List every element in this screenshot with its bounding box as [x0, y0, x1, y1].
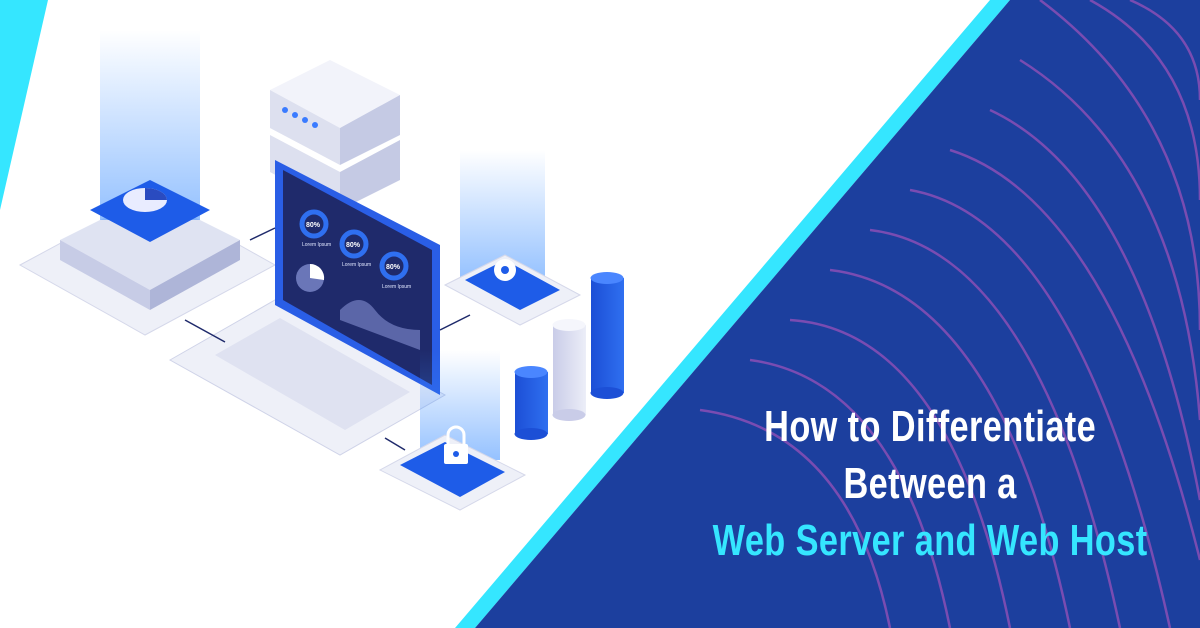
laptop-icon: 80% Lorem Ipsum 80% Lorem Ipsum 80% Lore… — [168, 160, 447, 456]
svg-text:80%: 80% — [386, 264, 401, 271]
decorative-curves — [699, 0, 1200, 628]
analytics-platform — [18, 30, 277, 336]
server-stack-icon — [270, 60, 400, 210]
gauge: 80% Lorem Ipsum — [339, 229, 371, 268]
svg-text:80%: 80% — [306, 222, 321, 229]
padlock-icon — [444, 425, 468, 464]
screen-area-chart — [340, 300, 420, 350]
gauge: 80% Lorem Ipsum — [299, 209, 331, 248]
svg-text:80%: 80% — [346, 242, 361, 249]
keyboard — [215, 318, 410, 430]
headline-line-3: Web Server and Web Host — [713, 516, 1148, 565]
svg-text:Lorem Ipsum: Lorem Ipsum — [302, 242, 331, 248]
security-platform — [378, 350, 527, 511]
gauge: 80% Lorem Ipsum — [379, 251, 411, 290]
bar-chart-icon — [514, 272, 624, 440]
connector-lines — [184, 227, 471, 451]
settings-platform — [443, 150, 582, 326]
svg-text:Lorem Ipsum: Lorem Ipsum — [382, 284, 411, 290]
blue-panel — [455, 0, 1200, 628]
headline-line-1: How to Differentiate — [764, 402, 1097, 451]
svg-text:Lorem Ipsum: Lorem Ipsum — [342, 262, 371, 268]
headline-line-2: Between a — [843, 459, 1018, 508]
headline: How to Differentiate Between a Web Serve… — [713, 398, 1148, 569]
corner-accent — [0, 0, 48, 210]
